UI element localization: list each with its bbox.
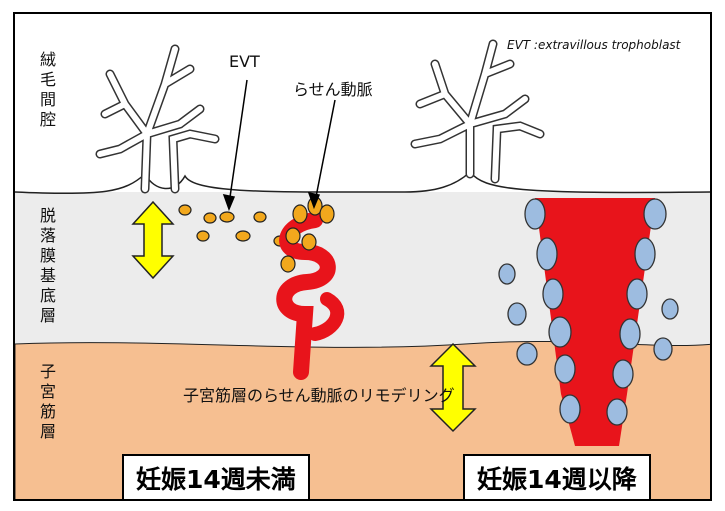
before-14-weeks-label: 妊娠14週未満 — [122, 454, 310, 501]
evt-label: EVT — [229, 52, 260, 71]
decidua-basalis-label: 脱落膜基底層 — [37, 206, 59, 326]
villous-space-label: 絨毛間腔 — [37, 50, 59, 130]
remodeling-label: 子宮筋層のらせん動脈のリモデリング — [183, 382, 455, 406]
myometrium-label: 子宮筋層 — [37, 362, 59, 442]
after-14-weeks-label: 妊娠14週以降 — [463, 454, 651, 501]
diagram-frame: 絨毛間腔 脱落膜基底層 子宮筋層 EVT らせん動脈 EVT :extravil… — [13, 12, 712, 501]
evt-definition-note: EVT :extravillous trophoblast — [507, 38, 680, 52]
spiral-artery-label: らせん動脈 — [293, 76, 373, 100]
